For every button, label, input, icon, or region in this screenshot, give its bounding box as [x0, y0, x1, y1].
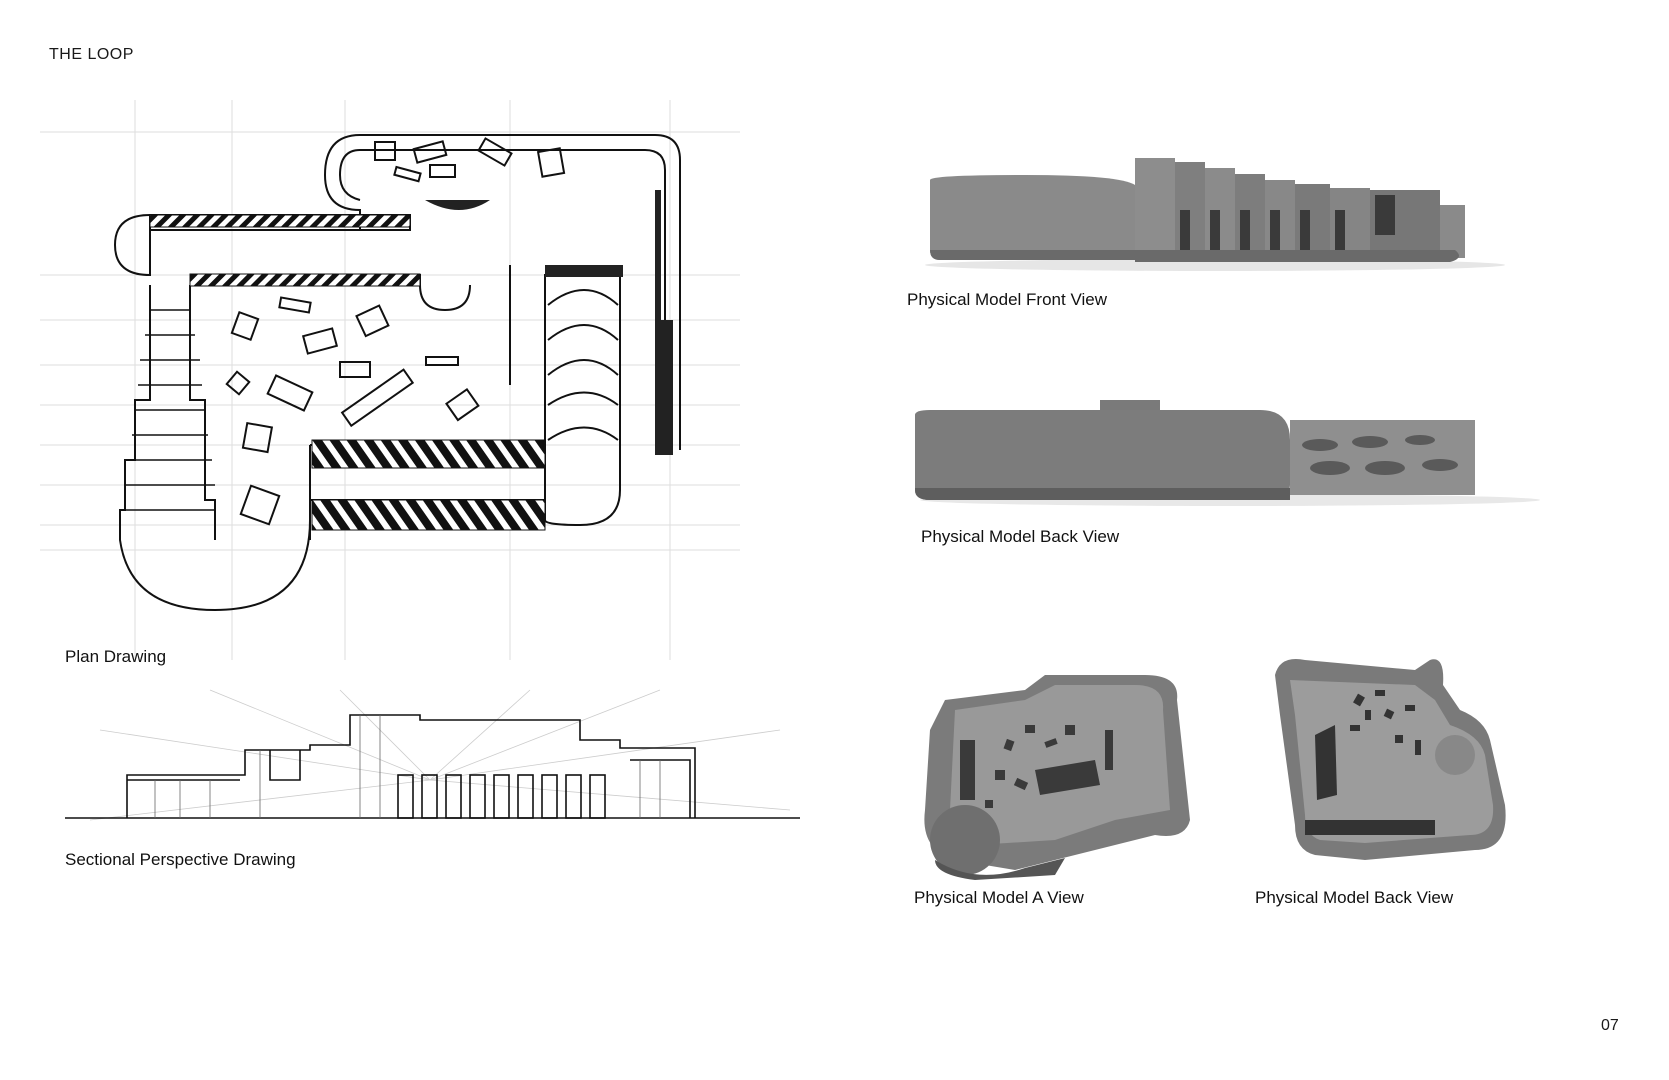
plan-drawing	[40, 100, 740, 660]
caption-section: Sectional Perspective Drawing	[65, 850, 296, 869]
model-a-view	[924, 675, 1190, 880]
caption-model-a: Physical Model A View	[914, 888, 1084, 907]
page-number: 07	[1601, 1017, 1619, 1034]
caption-front: Physical Model Front View	[907, 290, 1107, 309]
caption-plan: Plan Drawing	[65, 647, 167, 666]
model-front-view	[925, 158, 1505, 271]
model-back-view	[915, 400, 1540, 506]
caption-back: Physical Model Back View	[921, 527, 1120, 546]
model-back-view-2	[1275, 659, 1506, 860]
section-drawing	[65, 689, 800, 821]
page-title: THE LOOP	[49, 46, 134, 63]
caption-model-back-2: Physical Model Back View	[1255, 888, 1454, 907]
